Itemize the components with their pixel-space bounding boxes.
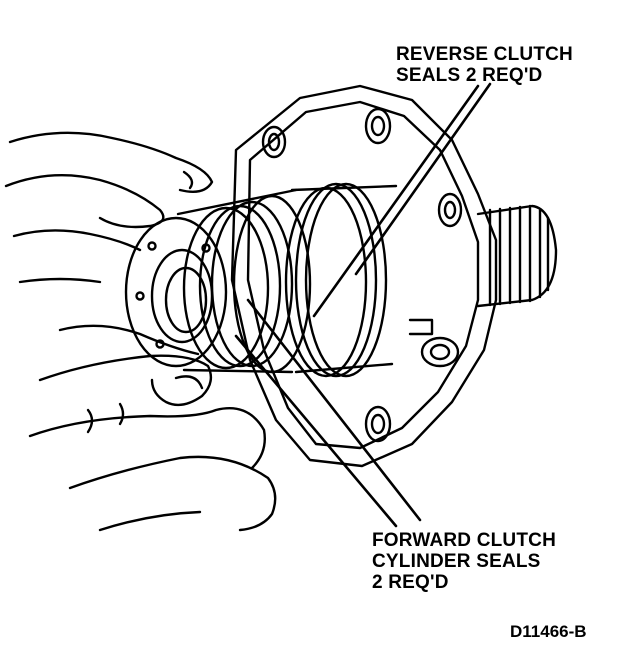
- reverse-clutch-leaders: [314, 84, 490, 316]
- forward-label-line2: CYLINDER SEALS: [372, 551, 541, 572]
- clutch-cylinder: [178, 190, 310, 372]
- stator-shaft: [286, 184, 396, 376]
- upper-hand: [6, 133, 212, 282]
- hub-face: [126, 218, 226, 366]
- forward-label-line1: FORWARD CLUTCH: [372, 530, 556, 551]
- lower-hand: [30, 326, 275, 530]
- figure-id: D11466-B: [510, 622, 587, 641]
- flange-plate: [232, 86, 496, 466]
- forward-clutch-leaders: [236, 300, 420, 526]
- reverse-label-line1: REVERSE CLUTCH: [396, 44, 573, 65]
- bolt-holes: [263, 109, 461, 441]
- reverse-label-line2: SEALS 2 REQ'D: [396, 65, 543, 86]
- reverse-clutch-seals-label: REVERSE CLUTCH SEALS 2 REQ'D: [396, 44, 573, 86]
- forward-clutch-seals-label: FORWARD CLUTCH CYLINDER SEALS 2 REQ'D: [372, 530, 556, 593]
- forward-label-line3: 2 REQ'D: [372, 572, 449, 593]
